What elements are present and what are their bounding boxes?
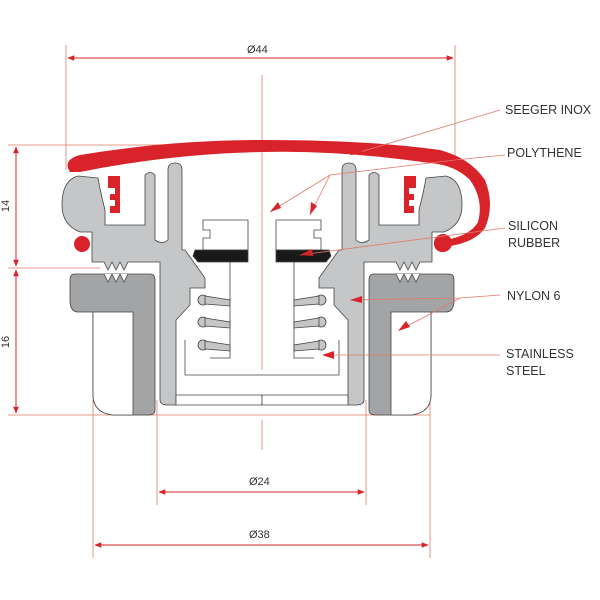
label-polythene: POLYTHENE xyxy=(507,145,582,162)
label-text: SILICON xyxy=(508,219,559,233)
label-text: STAINLESS xyxy=(506,347,574,361)
dimension-base-diameter: Ø38 xyxy=(249,529,270,541)
dimension-guide-lines xyxy=(8,45,456,558)
dimension-upper-height: 14 xyxy=(0,199,13,213)
leader-lines xyxy=(269,109,506,356)
label-silicon-rubber: SILICON RUBBER xyxy=(508,218,560,252)
silicon-body xyxy=(61,162,206,406)
label-text: RUBBER xyxy=(508,236,561,250)
dimension-inner-diameter: Ø24 xyxy=(249,476,270,488)
label-nylon-6: NYLON 6 xyxy=(507,288,561,305)
label-text: NYLON 6 xyxy=(507,289,561,303)
dimension-arrows xyxy=(13,55,454,548)
label-stainless-steel: STAINLESS STEEL xyxy=(506,346,574,380)
dimension-top-diameter: Ø44 xyxy=(247,44,268,56)
left-half-section xyxy=(61,162,263,416)
dimension-lower-height: 16 xyxy=(0,335,13,349)
silicon-seal xyxy=(192,249,249,263)
leader-arrowheads xyxy=(270,147,410,359)
label-text: STEEL xyxy=(506,364,546,378)
label-seeger-inox: SEEGER INOX xyxy=(505,102,591,119)
label-text: POLYTHENE xyxy=(507,146,582,160)
polythene-lid xyxy=(67,140,491,246)
label-text: SEEGER INOX xyxy=(505,103,592,117)
